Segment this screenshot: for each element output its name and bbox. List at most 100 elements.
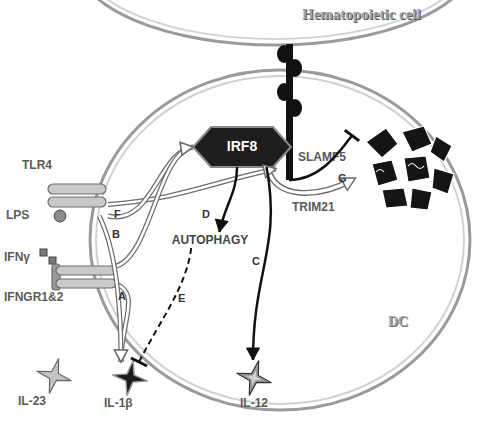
open-arrowhead — [263, 165, 276, 178]
receptor-part — [277, 45, 291, 63]
signal-connector — [108, 165, 276, 204]
signal-connector — [131, 248, 191, 366]
connector-line — [116, 147, 193, 266]
proteasome-fragments-part — [430, 136, 452, 162]
receptor-part — [48, 184, 106, 194]
signal-connector — [289, 130, 359, 180]
node-label: IL-23 — [18, 394, 46, 408]
node-label: IL-1β — [104, 396, 133, 410]
ligand-part — [40, 249, 47, 256]
signal-connector — [115, 284, 129, 362]
cell-membrane-part — [90, 70, 470, 410]
edge-letter: E — [178, 292, 185, 305]
cytokine-star: IL-12 — [222, 360, 284, 410]
process-label: AUTOPHAGY — [163, 232, 257, 248]
edge-letter: C — [252, 255, 260, 268]
receptor-part — [48, 197, 106, 207]
proteasome-fragments-part — [408, 164, 424, 169]
edge-letter: B — [112, 228, 120, 241]
node-label: TRIM21 — [292, 200, 335, 214]
cytokine-star: IL-23 — [18, 358, 80, 410]
ligand-part — [54, 210, 66, 222]
cell-membrane-outline — [88, 68, 472, 412]
open-arrowhead — [115, 350, 128, 362]
connector-line — [108, 147, 193, 217]
connector-line — [116, 284, 129, 362]
proteasome-fragments-part — [432, 168, 454, 194]
node-label: IRF8 — [193, 138, 291, 155]
receptor: IFNGR1&2 — [4, 264, 116, 308]
node-label: AUTOPHAGY — [163, 233, 257, 247]
cell-membrane-part — [81, 0, 469, 39]
node-label: IFNγ — [4, 250, 30, 264]
cell-membrane-part — [75, 0, 475, 45]
cell-membrane: Hematopoietic cell — [70, 0, 480, 48]
receptor-part — [56, 279, 116, 288]
cell-membrane: DCSLAMF5IRF8TRIM21AUTOPHAGY — [88, 68, 472, 412]
node-label: DC — [388, 314, 408, 330]
cytokine-star: IL-1β — [100, 362, 160, 412]
connector-line — [108, 147, 193, 217]
open-arrowhead — [180, 142, 193, 155]
arrowhead — [247, 348, 260, 360]
proteasome-fragments-part — [372, 160, 398, 186]
proteasome-fragments: TRIM21 — [352, 122, 457, 212]
open-arrowhead — [115, 350, 128, 362]
edge-letter: G — [338, 172, 347, 185]
node-label: TLR4 — [22, 158, 52, 172]
proteasome-fragments-part — [376, 170, 384, 173]
connector-line — [108, 169, 276, 205]
cytokine-star-part — [112, 360, 147, 395]
inhibition-bar — [345, 130, 359, 141]
signal-connector — [108, 142, 193, 217]
node-label: IL-12 — [240, 396, 268, 410]
transcription-factor-part — [193, 127, 291, 167]
proteasome-fragments-part — [404, 156, 430, 182]
node-label: Hematopoietic cell — [302, 6, 421, 23]
cytokine-star-part — [37, 359, 72, 394]
receptor-part — [288, 59, 302, 77]
connector-line — [219, 167, 237, 232]
node-label: LPS — [6, 208, 29, 222]
node-label: IFNGR1&2 — [4, 290, 63, 304]
edge-letter: F — [114, 208, 121, 221]
ligand: IFNγ — [4, 248, 56, 268]
receptor-part — [288, 99, 302, 117]
connector-line — [108, 169, 276, 205]
connector-line — [116, 147, 193, 266]
degradation-arrow — [268, 168, 352, 193]
proteasome-fragments-part — [402, 126, 432, 152]
proteasome-fragments-part — [382, 188, 408, 208]
connector-line — [253, 167, 271, 360]
receptor: TLR4 — [20, 158, 108, 216]
connector-line — [99, 216, 121, 362]
signal-connector — [215, 167, 237, 232]
receptor-part — [56, 266, 116, 275]
cell-membrane-part — [96, 76, 464, 404]
ligand-part — [49, 257, 56, 264]
ligand: LPS — [6, 206, 68, 224]
connector-line — [99, 216, 121, 362]
degradation-arrow — [268, 168, 352, 193]
proteasome-fragments-part — [410, 188, 432, 210]
node-label: SLAMF5 — [298, 150, 346, 164]
signal-connector — [99, 216, 127, 362]
signal-connector — [116, 142, 193, 266]
cytokine-star-part — [246, 370, 261, 385]
open-arrowhead — [180, 142, 193, 155]
cytokine-star-part — [237, 361, 272, 396]
transcription-factor: IRF8 — [193, 127, 291, 167]
receptor-part — [277, 83, 291, 101]
edge-letter: D — [202, 208, 210, 221]
inhibition-bar — [131, 358, 147, 366]
edge-letter: A — [118, 290, 126, 303]
proteasome-fragments-part — [366, 128, 398, 158]
signal-connector — [247, 167, 271, 360]
connector-line — [116, 284, 129, 362]
proteasome-fragments-outline — [352, 122, 457, 212]
connector-line — [139, 248, 191, 362]
arrowhead — [215, 219, 228, 232]
